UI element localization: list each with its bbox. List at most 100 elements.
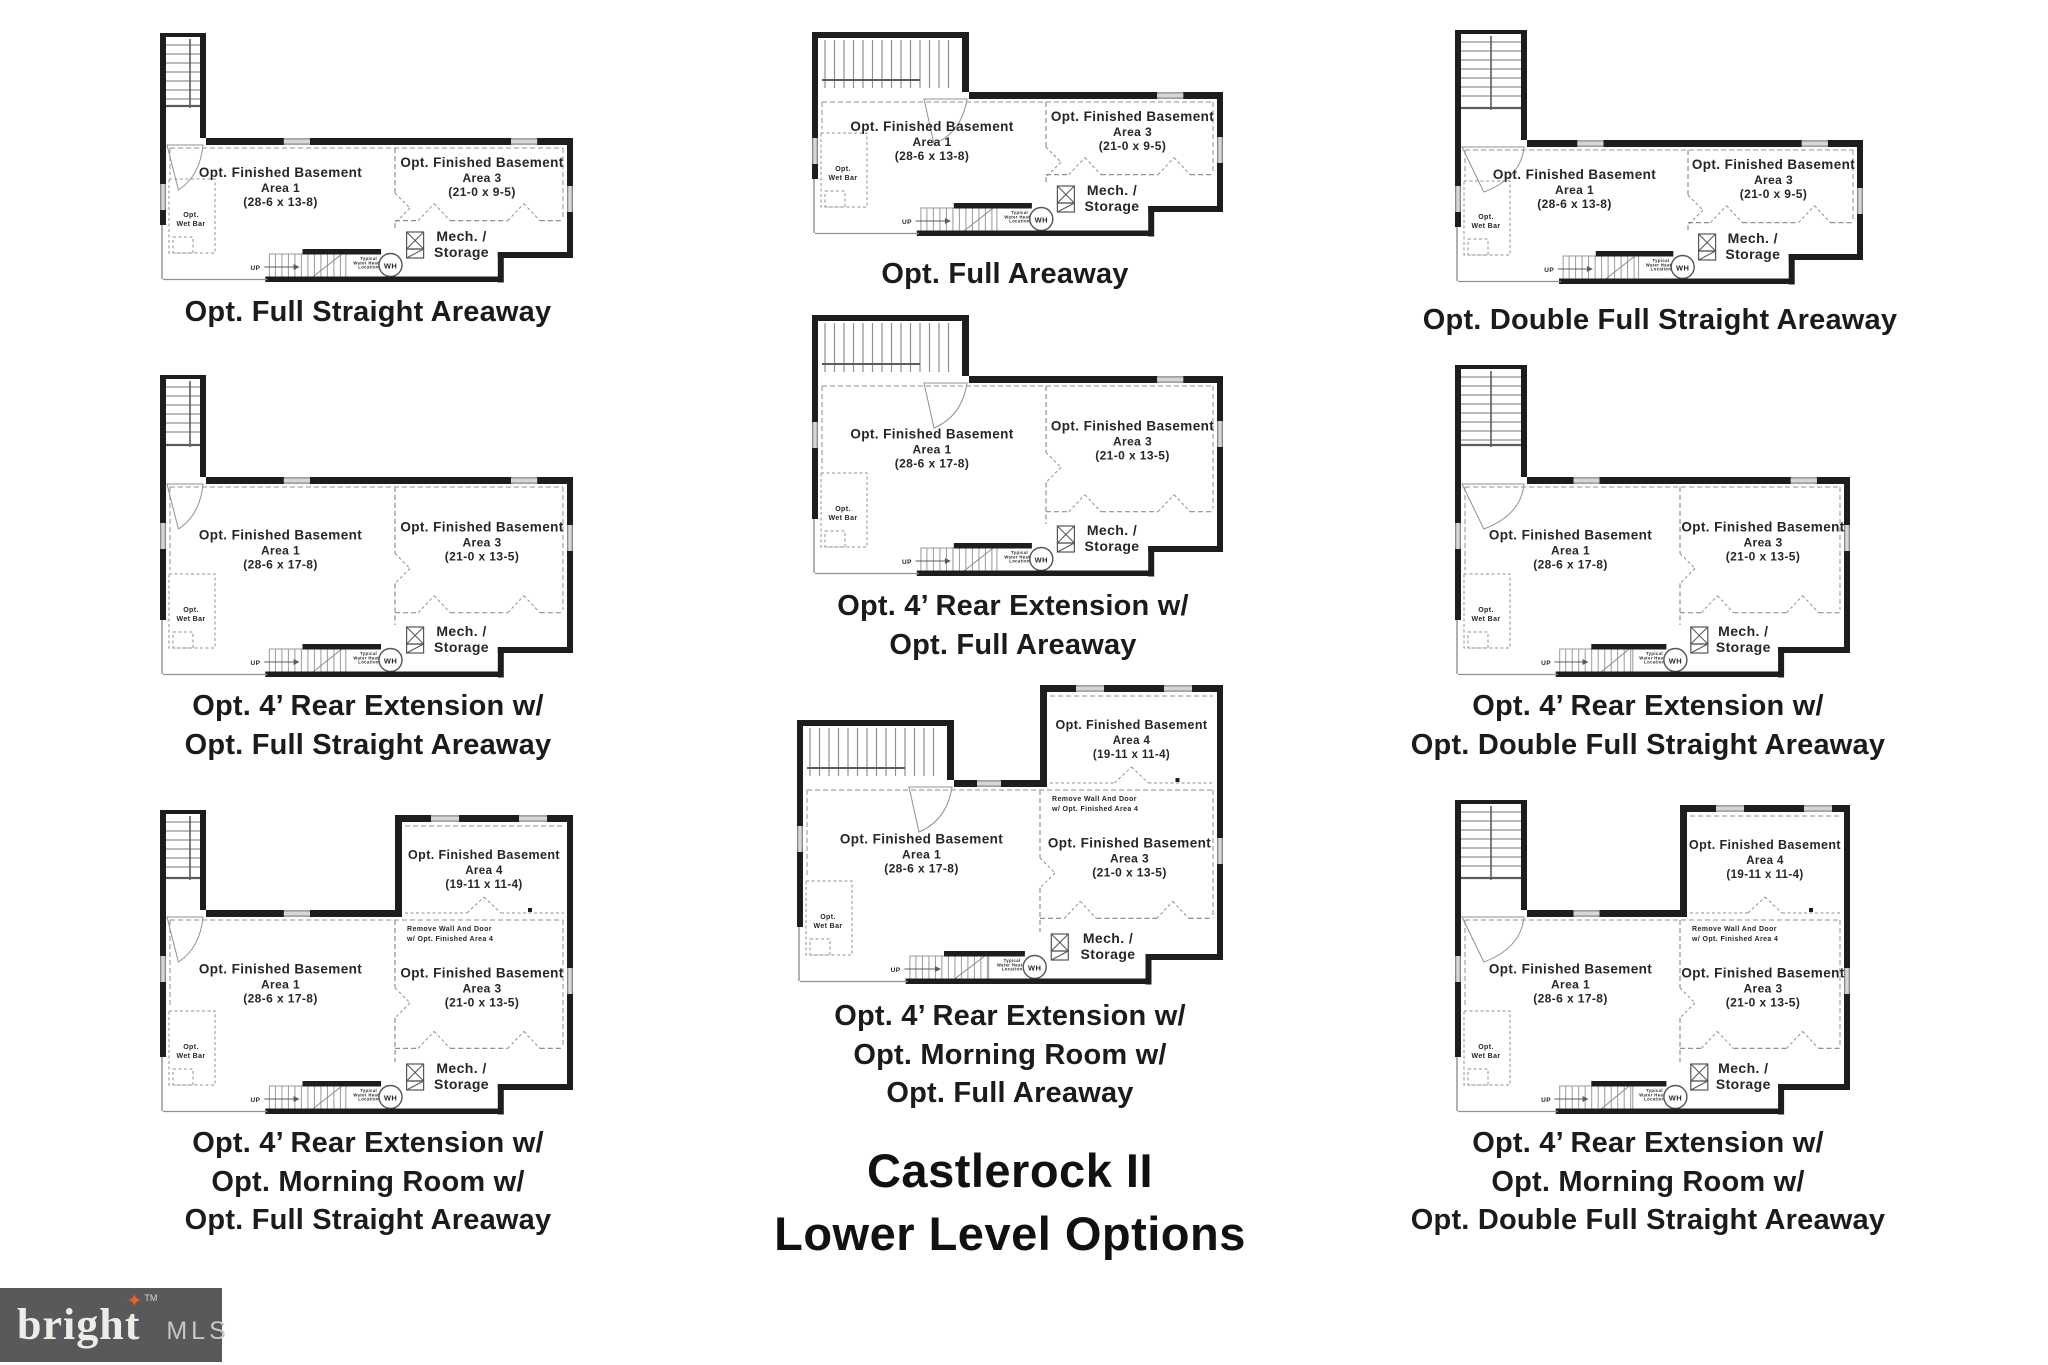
svg-text:Opt. Finished Basement: Opt. Finished Basement	[400, 519, 563, 534]
svg-text:Opt. Finished Basement: Opt. Finished Basement	[840, 832, 1003, 847]
svg-text:Opt. Finished Basement: Opt. Finished Basement	[199, 165, 362, 180]
svg-text:(28-6 x 13-8): (28-6 x 13-8)	[895, 149, 970, 163]
plan-caption-line: Opt. Double Full Straight Areaway	[1410, 1204, 1886, 1236]
svg-text:UP: UP	[902, 559, 912, 566]
svg-text:Area 3: Area 3	[1113, 125, 1152, 139]
svg-text:Opt. Finished Basement: Opt. Finished Basement	[1681, 519, 1844, 534]
svg-text:UP: UP	[1541, 1097, 1551, 1104]
plan-caption-line: Opt. Morning Room w/	[1491, 1165, 1805, 1198]
svg-text:Opt. Finished Basement: Opt. Finished Basement	[1493, 167, 1656, 182]
svg-text:WH: WH	[384, 1094, 397, 1103]
svg-text:Typical: Typical	[360, 256, 377, 261]
svg-text:Opt.: Opt.	[183, 1044, 199, 1051]
page-title-line2: Lower Level Options	[774, 1207, 1246, 1260]
svg-text:Opt. Finished Basement: Opt. Finished Basement	[199, 962, 362, 977]
svg-text:(21-0 x 13-5): (21-0 x 13-5)	[445, 996, 520, 1010]
svg-text:(21-0 x 13-5): (21-0 x 13-5)	[1092, 866, 1167, 880]
svg-text:(21-0 x 13-5): (21-0 x 13-5)	[445, 549, 520, 563]
svg-text:Wet Bar: Wet Bar	[813, 923, 842, 930]
svg-text:(28-6 x 13-8): (28-6 x 13-8)	[1537, 197, 1612, 211]
page-title: Castlerock II Lower Level Options	[680, 1139, 1340, 1265]
svg-text:Wet Bar: Wet Bar	[1471, 1053, 1500, 1060]
plan-caption-line: Opt. Full Areaway	[886, 1077, 1134, 1109]
svg-text:Storage: Storage	[434, 244, 489, 260]
svg-text:Opt. Finished Basement: Opt. Finished Basement	[850, 119, 1013, 134]
svg-text:Typical: Typical	[360, 1088, 377, 1093]
plan-caption-full-straight-areaway: Opt. Full Straight Areaway	[38, 293, 698, 332]
plan-caption-double-full-straight-areaway: Opt. Double Full Straight Areaway	[1330, 301, 1990, 340]
svg-text:Opt. Finished Basement: Opt. Finished Basement	[400, 966, 563, 981]
svg-text:UP: UP	[251, 1097, 261, 1104]
svg-text:UP: UP	[891, 967, 901, 974]
svg-text:Opt. Finished Basement: Opt. Finished Basement	[1048, 836, 1211, 851]
svg-text:Area 3: Area 3	[462, 982, 501, 996]
svg-text:Opt. Finished Basement: Opt. Finished Basement	[1051, 109, 1214, 124]
svg-text:(21-0 x 9-5): (21-0 x 9-5)	[1099, 139, 1167, 153]
svg-text:Water Heater: Water Heater	[353, 260, 383, 265]
svg-text:WH: WH	[384, 657, 397, 666]
svg-text:Mech. /: Mech. /	[1728, 230, 1778, 246]
svg-text:(28-6 x 17-8): (28-6 x 17-8)	[243, 992, 318, 1006]
bright-text: bright	[17, 1300, 141, 1349]
svg-text:WH: WH	[1028, 964, 1041, 973]
svg-text:(28-6 x 17-8): (28-6 x 17-8)	[243, 557, 318, 571]
svg-text:Water Heater: Water Heater	[1639, 1092, 1669, 1097]
svg-text:Location: Location	[1644, 660, 1665, 665]
svg-text:(21-0 x 13-5): (21-0 x 13-5)	[1726, 549, 1801, 563]
svg-text:Opt. Finished Basement: Opt. Finished Basement	[408, 848, 560, 862]
plan-caption-line: Opt. 4’ Rear Extension w/	[192, 690, 544, 722]
plan-caption-line: Opt. Morning Room w/	[211, 1165, 525, 1198]
svg-text:(21-0 x 9-5): (21-0 x 9-5)	[1740, 187, 1808, 201]
svg-text:(21-0 x 13-5): (21-0 x 13-5)	[1095, 448, 1170, 462]
svg-text:Typical: Typical	[360, 651, 377, 656]
svg-text:Wet Bar: Wet Bar	[176, 221, 205, 228]
svg-text:Water Heater: Water Heater	[353, 655, 383, 660]
svg-text:Wet Bar: Wet Bar	[1471, 616, 1500, 623]
svg-text:w/ Opt. Finished Area 4: w/ Opt. Finished Area 4	[1691, 936, 1778, 943]
svg-text:Storage: Storage	[1716, 639, 1771, 655]
svg-text:Area 3: Area 3	[1113, 434, 1152, 448]
svg-text:Opt. Finished Basement: Opt. Finished Basement	[1489, 962, 1652, 977]
svg-text:UP: UP	[902, 219, 912, 226]
svg-text:Opt.: Opt.	[835, 506, 851, 513]
svg-text:Area 1: Area 1	[261, 978, 300, 992]
trademark-symbol: TM	[144, 1293, 158, 1303]
svg-text:Storage: Storage	[1085, 198, 1140, 214]
svg-text:Area 1: Area 1	[912, 442, 951, 456]
svg-text:Area 3: Area 3	[462, 535, 501, 549]
svg-text:Wet Bar: Wet Bar	[828, 515, 857, 522]
svg-text:Opt. Finished Basement: Opt. Finished Basement	[1056, 718, 1208, 732]
svg-text:Wet Bar: Wet Bar	[828, 175, 857, 182]
svg-text:Area 3: Area 3	[1110, 852, 1149, 866]
svg-text:Area 1: Area 1	[261, 543, 300, 557]
svg-text:Location: Location	[1651, 267, 1672, 272]
svg-text:Mech. /: Mech. /	[1087, 182, 1137, 198]
svg-text:Opt.: Opt.	[183, 607, 199, 614]
mls-text: MLS	[166, 1316, 230, 1345]
svg-text:Mech. /: Mech. /	[436, 623, 486, 639]
svg-text:Location: Location	[1644, 1097, 1665, 1102]
svg-text:Location: Location	[1009, 219, 1030, 224]
svg-text:Opt.: Opt.	[1478, 1044, 1494, 1051]
svg-text:Opt.: Opt.	[820, 914, 836, 921]
star-icon: ✦	[126, 1290, 144, 1312]
svg-text:Opt. Finished Basement: Opt. Finished Basement	[1689, 838, 1841, 852]
svg-text:Mech. /: Mech. /	[1087, 522, 1137, 538]
svg-text:Location: Location	[358, 660, 379, 665]
svg-text:Location: Location	[358, 265, 379, 270]
svg-text:Area 4: Area 4	[1746, 855, 1784, 867]
svg-text:Water Heater: Water Heater	[353, 1092, 383, 1097]
svg-text:Area 3: Area 3	[1743, 982, 1782, 996]
plan-caption-rear-extension-morning-room-double-full-straight-areaway: Opt. 4’ Rear Extension w/Opt. Morning Ro…	[1318, 1124, 1978, 1240]
svg-text:(28-6 x 17-8): (28-6 x 17-8)	[884, 862, 959, 876]
svg-text:Water Heater: Water Heater	[1004, 214, 1034, 219]
